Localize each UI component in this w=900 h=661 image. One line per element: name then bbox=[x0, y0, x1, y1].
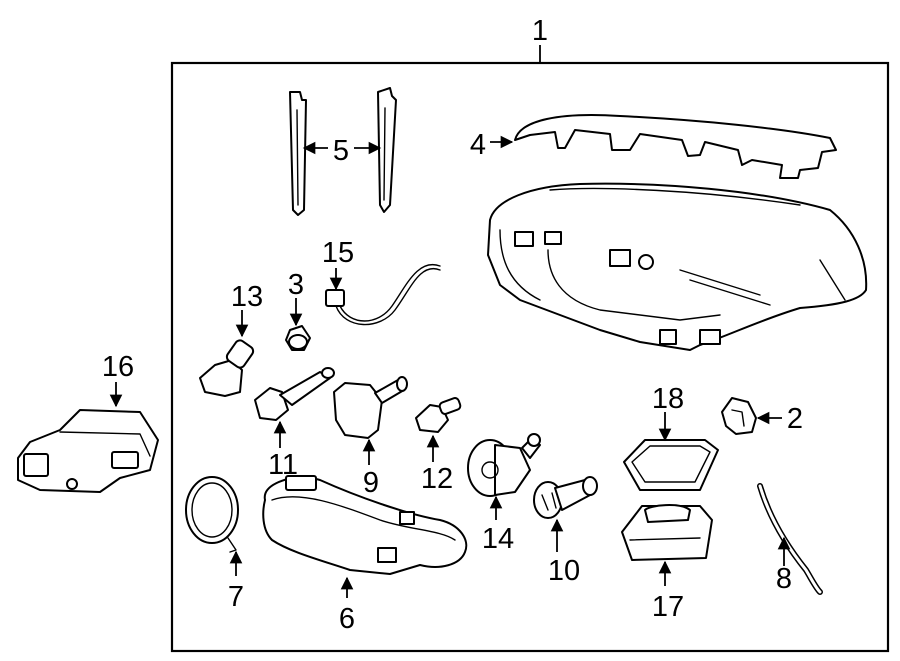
callout-5: 5 bbox=[333, 135, 349, 167]
part-1-headlamp-housing bbox=[487, 182, 868, 351]
callout-17: 17 bbox=[652, 591, 684, 623]
part-10-bulb bbox=[533, 476, 598, 519]
part-9-socket bbox=[333, 376, 408, 439]
part-17-control-module bbox=[621, 504, 713, 561]
callout-15: 15 bbox=[322, 237, 354, 269]
callout-10: 10 bbox=[548, 555, 580, 587]
part-8-tube bbox=[757, 483, 823, 595]
callout-8: 8 bbox=[776, 563, 792, 595]
callout-14: 14 bbox=[482, 523, 514, 555]
part-7-lens-ring bbox=[185, 476, 239, 553]
part-14-bulb bbox=[467, 433, 541, 497]
callout-4: 4 bbox=[470, 129, 486, 161]
callout-12: 12 bbox=[421, 463, 453, 495]
part-5-mounting-brackets bbox=[289, 87, 397, 216]
part-11-bulb bbox=[254, 367, 335, 421]
assembly-frame bbox=[170, 61, 890, 653]
callout-1: 1 bbox=[532, 15, 548, 47]
part-18-gasket bbox=[623, 439, 719, 491]
callout-16: 16 bbox=[102, 351, 134, 383]
callout-11: 11 bbox=[268, 449, 298, 481]
part-2-clip bbox=[721, 397, 757, 435]
callout-6: 6 bbox=[339, 603, 355, 635]
callout-3: 3 bbox=[288, 269, 304, 301]
callout-18: 18 bbox=[652, 383, 684, 415]
part-16-module bbox=[17, 409, 159, 493]
part-15-wiring-harness bbox=[325, 263, 441, 326]
callout-2: 2 bbox=[787, 403, 803, 435]
part-13-bulb-socket bbox=[199, 339, 255, 397]
callout-9: 9 bbox=[363, 467, 379, 499]
callout-13: 13 bbox=[231, 281, 263, 313]
part-3-cap bbox=[285, 325, 311, 351]
callout-7: 7 bbox=[228, 581, 244, 613]
part-12-small-bulb bbox=[415, 397, 462, 433]
part-4-trim-strip bbox=[514, 114, 837, 179]
part-6-cover bbox=[262, 475, 468, 575]
